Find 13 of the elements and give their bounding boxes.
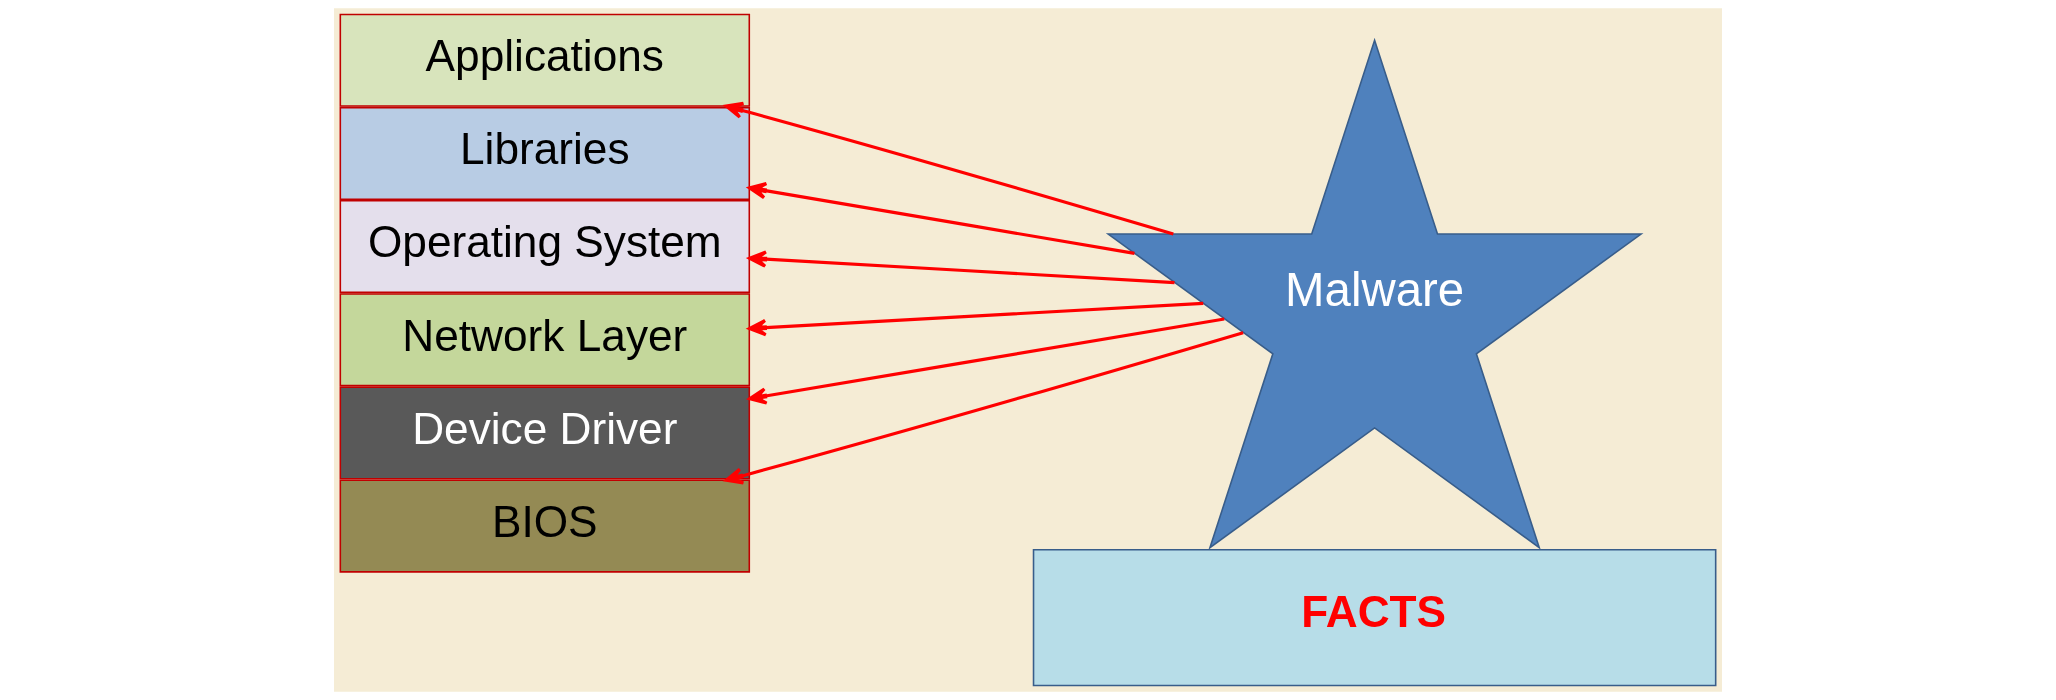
arrow <box>748 317 1225 405</box>
node-box: BIOS <box>339 479 751 573</box>
node-box: Device Driver <box>339 386 751 480</box>
node-box: Network Layer <box>339 293 751 387</box>
node-box: Libraries <box>339 106 751 200</box>
node-box: Operating System <box>339 200 751 294</box>
arrow <box>747 182 1135 255</box>
arrow <box>748 250 1175 285</box>
arrow <box>747 301 1204 337</box>
node-box: FACTS <box>1032 548 1717 687</box>
arrow <box>724 331 1244 485</box>
node-box: Applications <box>339 13 751 107</box>
arrow <box>724 101 1174 236</box>
